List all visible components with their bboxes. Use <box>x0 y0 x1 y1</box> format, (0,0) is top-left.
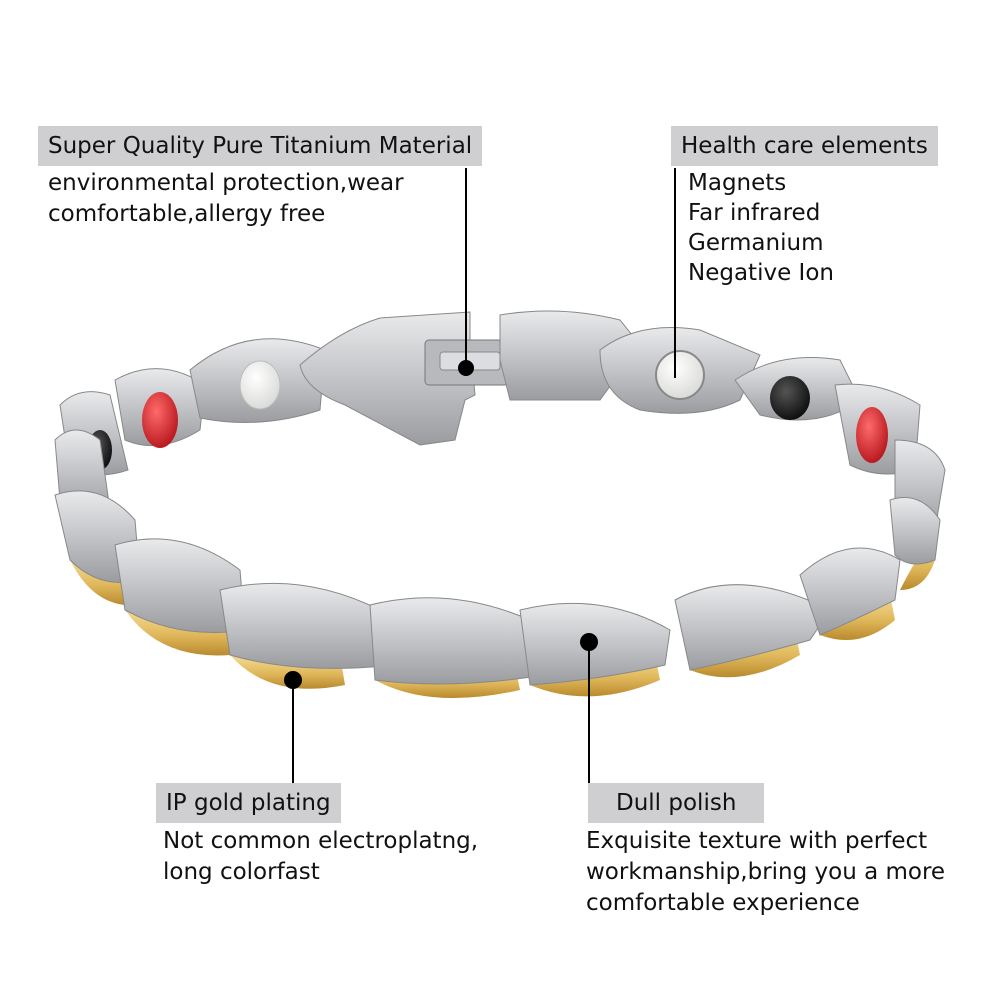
white-magnet-center <box>655 350 705 400</box>
pointer-dot-gold <box>284 671 302 689</box>
pointer-dot-titanium <box>458 360 474 376</box>
titanium-callout-title: Super Quality Pure Titanium Material <box>38 126 483 166</box>
back-links <box>59 310 946 532</box>
gold-desc-line: long colorfast <box>163 859 320 885</box>
titanium-desc-line: environmental protection,wear <box>48 170 404 196</box>
titanium-desc-line: comfortable,allergy free <box>48 201 326 227</box>
health-element-item: Magnets <box>688 170 787 196</box>
white-magnet-left <box>239 360 281 410</box>
health-element-item: Negative Ion <box>688 260 834 286</box>
polish-desc-line: comfortable experience <box>586 890 860 916</box>
health-callout-description: Magnets Far infrared Germanium Negative … <box>688 168 834 288</box>
black-magnet-right <box>770 376 810 420</box>
front-links <box>54 429 941 698</box>
polish-desc-line: Exquisite texture with perfect <box>586 828 928 854</box>
gold-desc-line: Not common electroplatng, <box>163 828 479 854</box>
health-element-item: Far infrared <box>688 200 821 226</box>
red-magnet-left <box>142 392 178 448</box>
red-magnet-right <box>856 407 888 463</box>
health-callout-title: Health care elements <box>671 126 938 166</box>
polish-callout-description: Exquisite texture with perfect workmansh… <box>586 826 945 919</box>
polish-desc-line: workmanship,bring you a more <box>586 859 946 885</box>
gold-callout-title: IP gold plating <box>156 783 341 823</box>
gold-callout-description: Not common electroplatng, long colorfast <box>163 826 478 888</box>
pointer-dot-polish <box>580 633 598 651</box>
titanium-callout-description: environmental protection,wear comfortabl… <box>48 168 404 230</box>
callout-pointers <box>284 168 676 783</box>
polish-callout-title: Dull polish <box>588 783 765 823</box>
health-element-item: Germanium <box>688 230 824 256</box>
